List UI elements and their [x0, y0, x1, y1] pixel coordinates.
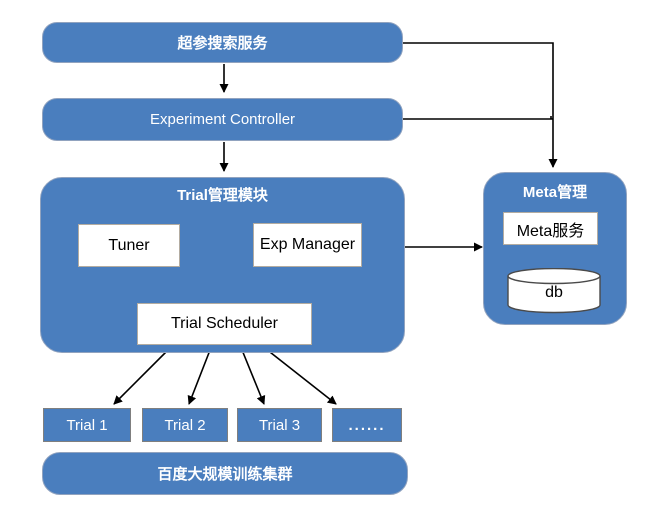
node-meta-service: Meta服务	[503, 212, 598, 245]
node-experiment-controller: Experiment Controller	[42, 98, 403, 141]
node-trial-more: ......	[332, 408, 402, 442]
node-label: ......	[348, 416, 386, 434]
node-trial-2: Trial 2	[142, 408, 228, 442]
arrow-scheduler-to-trial-3	[239, 344, 266, 405]
node-label: Meta服务	[516, 222, 585, 240]
arrow-scheduler-to-trial-more	[260, 344, 337, 405]
node-label: 百度大规模训练集群	[157, 466, 293, 483]
meta-management-title: Meta管理	[522, 184, 588, 201]
node-exp-manager: Exp Manager	[253, 223, 362, 267]
node-label: Exp Manager	[259, 236, 356, 253]
arrow-scheduler-to-trial-1	[113, 344, 174, 405]
node-label: Trial Scheduler	[170, 315, 278, 332]
db-cylinder-shape	[507, 268, 601, 314]
node-label: Trial 3	[258, 416, 301, 434]
node-label: Trial 2	[164, 416, 206, 434]
node-label: Experiment Controller	[149, 111, 296, 128]
node-trial-1: Trial 1	[43, 408, 131, 442]
db-label: db	[545, 284, 563, 301]
node-label: Trial 1	[66, 416, 108, 434]
arrow-service-to-meta	[403, 42, 558, 168]
node-trial-3: Trial 3	[237, 408, 322, 442]
node-label: Tuner	[108, 236, 150, 254]
node-hyperparam-search-service: 超参搜索服务	[42, 22, 403, 63]
node-trial-scheduler: Trial Scheduler	[137, 303, 312, 345]
arrow-scheduler-to-trial-2	[187, 344, 213, 405]
node-tuner: Tuner	[78, 224, 180, 267]
node-training-cluster: 百度大规模训练集群	[42, 452, 408, 495]
trial-management-module-title: Trial管理模块	[177, 187, 268, 204]
node-label: 超参搜索服务	[177, 35, 268, 52]
